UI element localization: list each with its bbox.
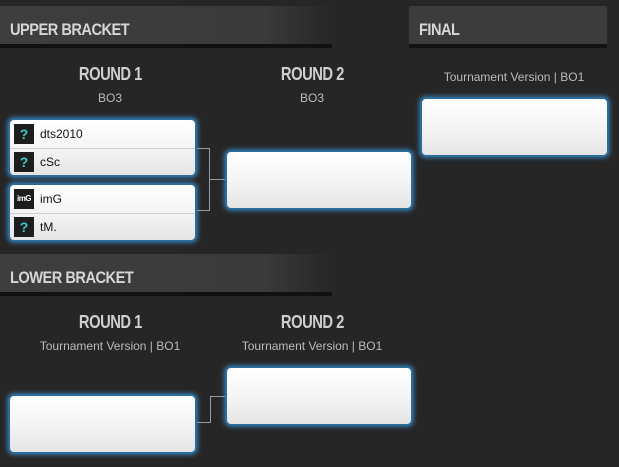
upper-round2-format: BO3 — [299, 91, 324, 105]
team-name: dts2010 — [40, 127, 83, 141]
final-format: Tournament Version | BO1 — [443, 70, 585, 84]
bracket-connector — [210, 396, 226, 423]
team-name: imG — [40, 192, 62, 206]
img-team-logo-icon: imG — [14, 189, 34, 209]
upper-round1-title: ROUND 1 — [78, 64, 142, 84]
lower-round2-title: ROUND 2 — [280, 312, 344, 332]
unknown-team-logo-icon: ? — [14, 152, 34, 172]
upper-bracket-title: UPPER BRACKET — [10, 20, 130, 39]
final-title: FINAL — [419, 20, 460, 39]
lower-r2-match[interactable] — [225, 366, 413, 426]
team-slot[interactable]: ? tM. — [14, 216, 194, 240]
upper-r1-match-1[interactable]: ? dts2010 ? cSc — [8, 118, 197, 177]
lower-bracket-title: LOWER BRACKET — [10, 268, 134, 287]
bracket-connector — [197, 396, 210, 423]
bracket-connector — [197, 148, 210, 211]
final-match[interactable] — [420, 97, 609, 157]
upper-r2-match[interactable] — [225, 150, 413, 210]
team-name: tM. — [40, 220, 57, 234]
team-name: cSc — [40, 155, 61, 169]
team-slot[interactable]: ? cSc — [14, 151, 194, 175]
unknown-team-logo-icon: ? — [14, 124, 34, 144]
lower-round1-format: Tournament Version | BO1 — [39, 339, 181, 353]
upper-r1-match-2[interactable]: imG imG ? tM. — [8, 183, 197, 242]
lower-bracket-header: LOWER BRACKET — [0, 254, 332, 296]
lower-r1-match[interactable] — [8, 394, 197, 454]
team-slot[interactable]: imG imG — [14, 188, 194, 212]
final-header: FINAL — [409, 6, 607, 48]
upper-bracket-header: UPPER BRACKET — [0, 6, 332, 48]
bracket-connector — [210, 179, 226, 180]
lower-round2-format: Tournament Version | BO1 — [241, 339, 383, 353]
unknown-team-logo-icon: ? — [14, 217, 34, 237]
upper-round1-format: BO3 — [97, 91, 122, 105]
divider — [10, 148, 195, 149]
upper-round2-title: ROUND 2 — [280, 64, 344, 84]
divider — [10, 213, 195, 214]
lower-round1-title: ROUND 1 — [78, 312, 142, 332]
team-slot[interactable]: ? dts2010 — [14, 123, 194, 147]
